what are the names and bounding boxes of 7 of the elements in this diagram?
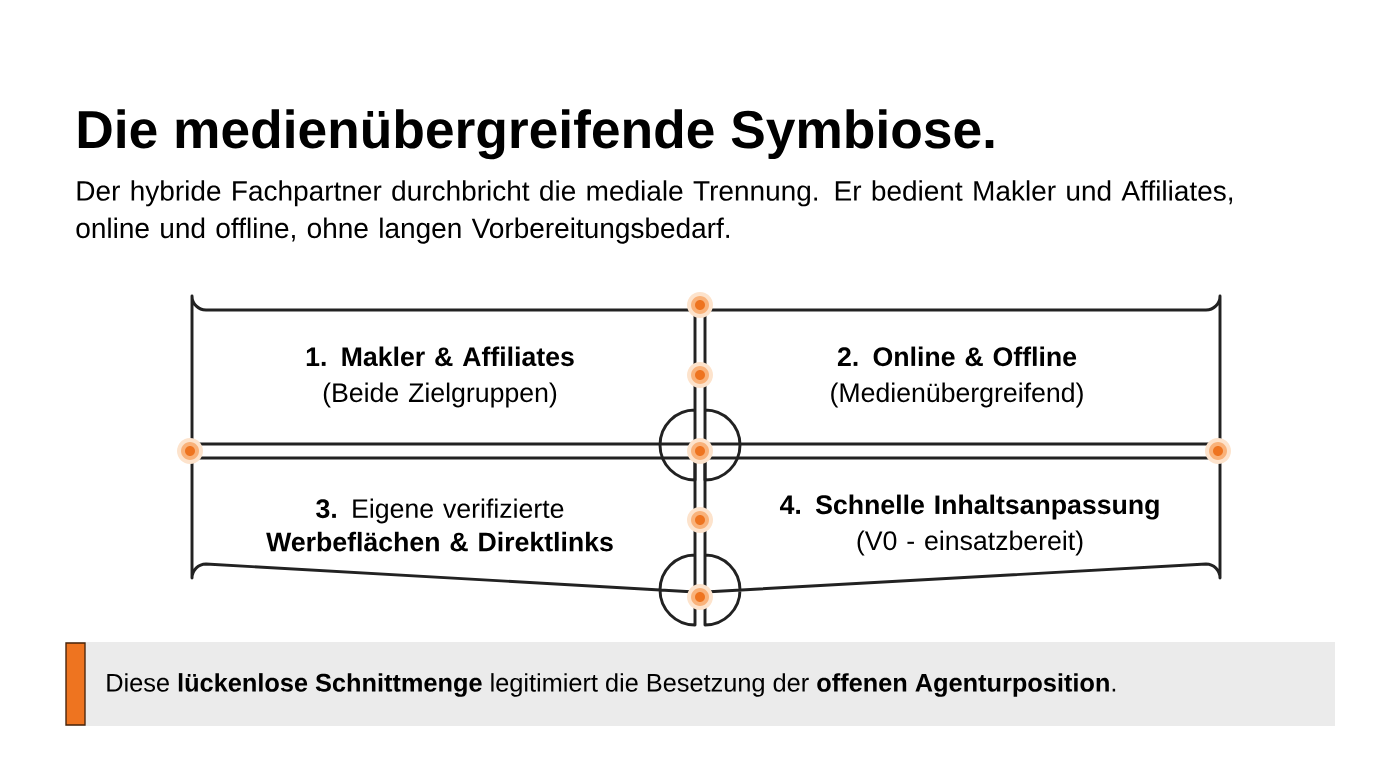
quadrant-box: 4. Schnelle Inhaltsanpassung (V0 - einsatzbereit) [703, 456, 1222, 627]
title: Die medienübergreifende Symbiose. [78, 109, 994, 160]
quadrant-box: 3. Eigene verifizierte Werbeflächen & Direktlinks [190, 456, 697, 627]
subtitle: Der hybride Fachpartner durchbricht die mediale Trennung. Er bedient Makler und Affiliates, online und offline, ohne langen Vorbereitungsbedarf. [76, 180, 1232, 244]
callout-band: Diese lückenlose Schnittmenge legitimiert die Besetzung der offenen Agenturposition. [65, 642, 1335, 726]
quadrant-box: 1. Makler & Affiliates (Beide Zielgruppen) [190, 294, 697, 482]
quadrant-box: 2. Online & Offline (Medienübergreifend) [703, 294, 1222, 482]
